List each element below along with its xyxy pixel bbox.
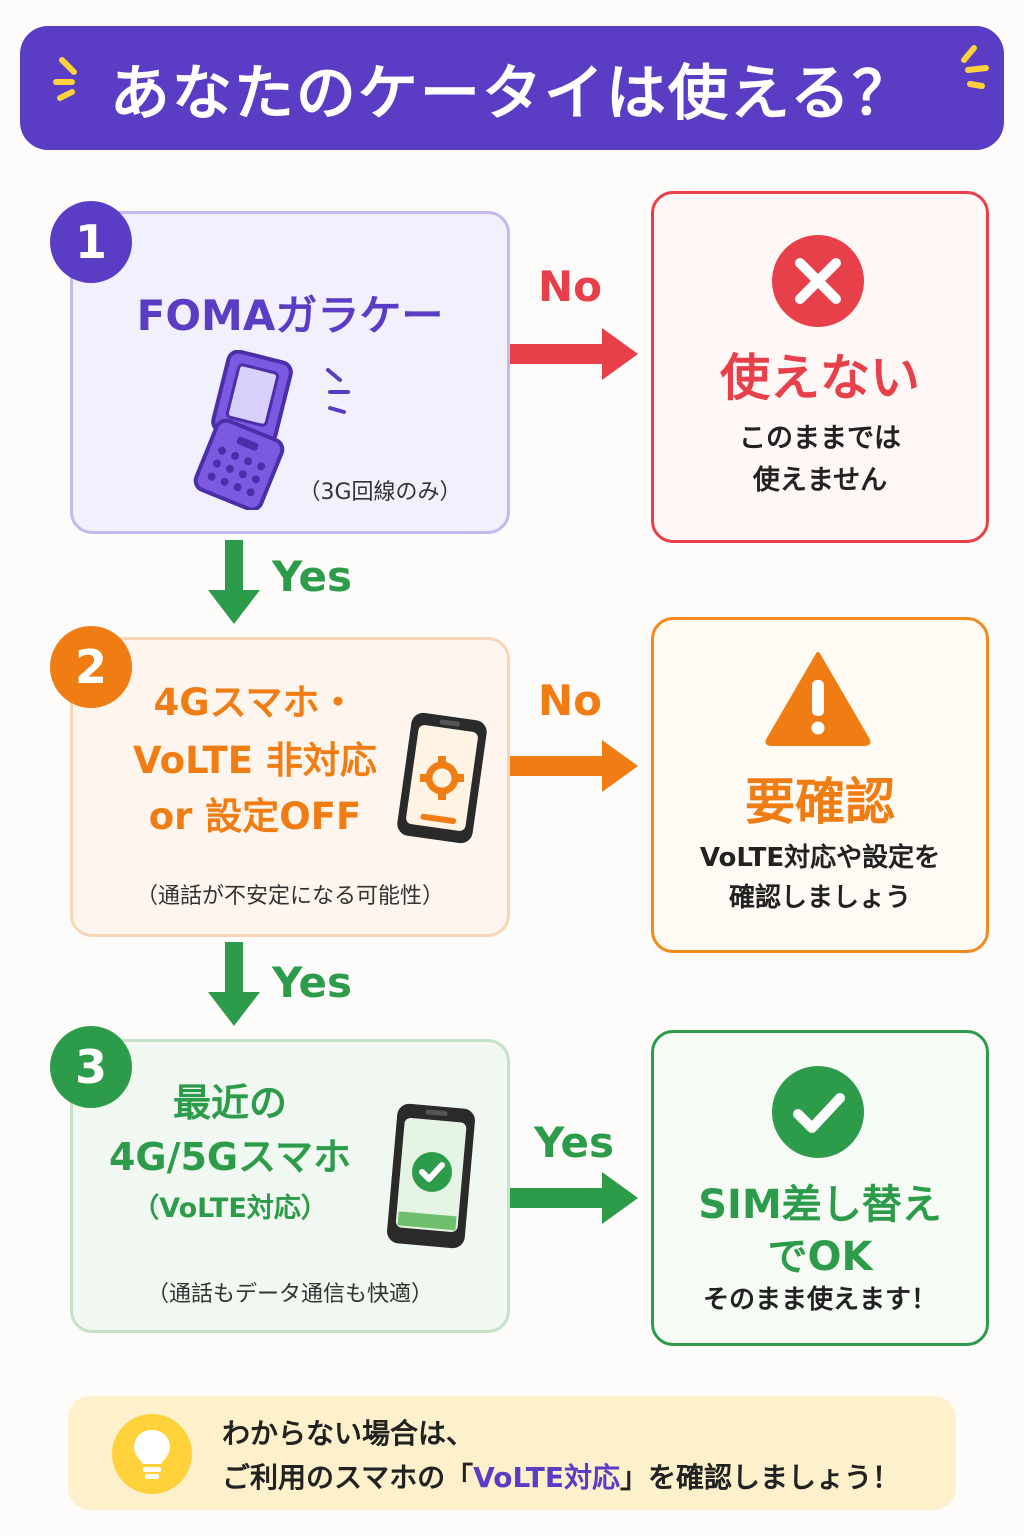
- tip-volte-highlight: VoLTE対応: [473, 1461, 620, 1494]
- check-circle-icon: [772, 1066, 864, 1158]
- tip-line-1: わからない場合は、: [222, 1417, 475, 1450]
- arrow-right-icon: [510, 1172, 638, 1224]
- result-3-desc: そのまま使えます！: [702, 1285, 937, 1315]
- step-3-subtitle: （VoLTE対応）: [132, 1193, 328, 1224]
- result-2-desc-line1: VoLTE対応や設定を: [699, 843, 941, 873]
- step-1-title: FOMAガラケー: [136, 291, 444, 340]
- tip-line-2: ご利用のスマホの「VoLTE対応」を確認しましょう！: [222, 1456, 900, 1499]
- arrow-right-icon: [510, 740, 638, 792]
- result-3-title-line1: SIM差し替え: [698, 1182, 942, 1228]
- step-1-number: 1: [50, 201, 132, 283]
- step-2-title-line1: 4Gスマホ・: [153, 681, 357, 724]
- step-3-yes-label: Yes: [534, 1118, 615, 1167]
- step-2-box: [70, 637, 510, 937]
- result-1-desc-line1: このままでは: [739, 423, 901, 454]
- result-1-title: 使えない: [720, 349, 920, 407]
- result-2-title: 要確認: [745, 773, 895, 831]
- step-2-title-line3: or 設定OFF: [148, 795, 362, 838]
- smartphone-check-icon: [387, 1103, 475, 1249]
- page-title: あなたのケータイは使える？: [109, 58, 915, 129]
- result-3-title-line2: でOK: [767, 1234, 873, 1280]
- x-circle-icon: [772, 235, 864, 327]
- lightbulb-icon: [112, 1414, 192, 1494]
- step-2-note: （通話が不安定になる可能性）: [135, 884, 444, 909]
- step-3-title-line1: 最近の: [172, 1081, 287, 1125]
- sparkle-left-icon: [53, 57, 77, 101]
- arrow-down-icon: [208, 540, 260, 624]
- tip-line-2-suffix: 」を確認しましょう！: [619, 1461, 900, 1494]
- step-2-number: 2: [50, 626, 132, 708]
- title-banner: あなたのケータイは使える？: [20, 26, 1004, 150]
- step-3-number: 3: [50, 1026, 132, 1108]
- result-2-desc-line2: 確認しましょう: [728, 883, 911, 913]
- step-1-note: （3G回線のみ）: [298, 480, 462, 505]
- tip-box: [68, 1396, 956, 1510]
- flip-phone-icon: [193, 350, 350, 510]
- step-2-no-label: No: [538, 676, 603, 725]
- smartphone-settings-icon: [397, 712, 487, 844]
- step-3-note: （通話もデータ通信も快適）: [146, 1282, 433, 1307]
- step-1-no-label: No: [538, 262, 603, 311]
- result-1-desc-line2: 使えません: [752, 465, 888, 496]
- arrow-right-icon: [510, 328, 638, 380]
- step-3-title-line2: 4G/5Gスマホ: [108, 1135, 351, 1179]
- tip-line-2-prefix: ご利用のスマホの「: [222, 1461, 474, 1494]
- warning-icon: [765, 652, 871, 746]
- arrow-down-icon: [208, 942, 260, 1026]
- step-2-yes-label: Yes: [272, 958, 353, 1007]
- sparkle-right-icon: [961, 45, 989, 89]
- step-2-title-line2: VoLTE 非対応: [133, 739, 377, 782]
- step-1-yes-label: Yes: [272, 552, 353, 601]
